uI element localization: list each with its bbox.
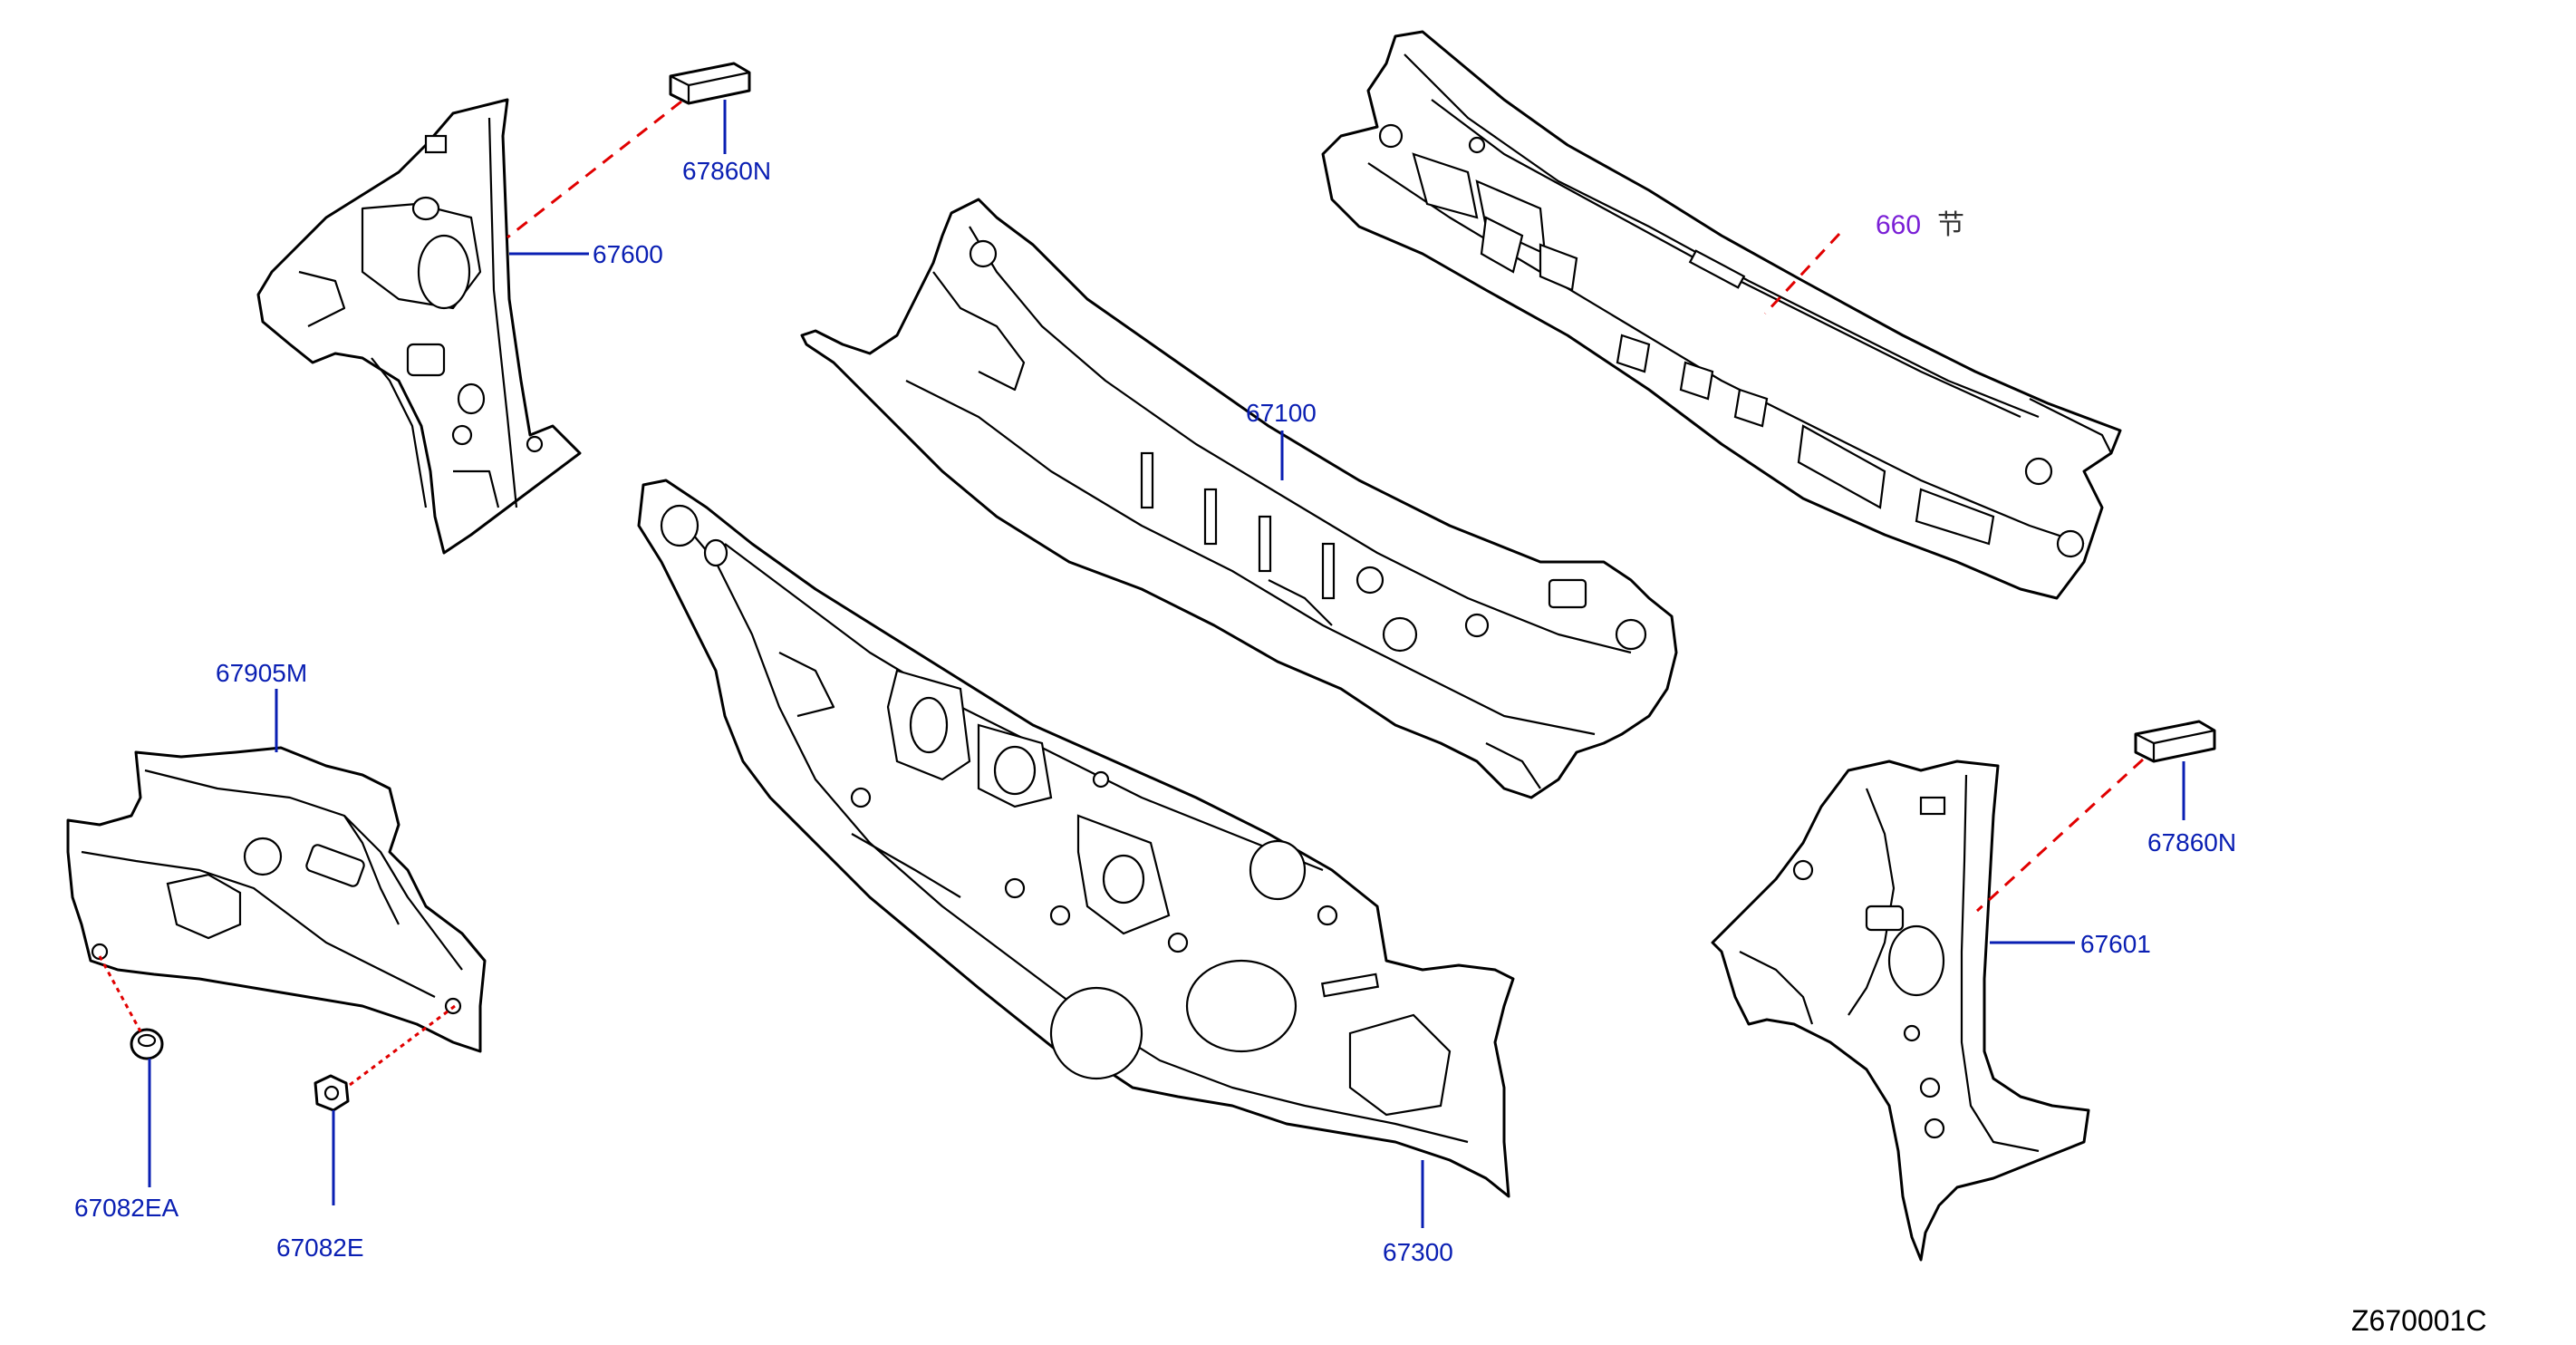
dash-side-cover[interactable] [66, 746, 487, 1053]
label-67100[interactable]: 67100 [1246, 399, 1317, 427]
connector-pad-upper [507, 100, 682, 239]
label-67082E[interactable]: 67082E [276, 1234, 364, 1262]
label-67082EA[interactable]: 67082EA [74, 1194, 179, 1222]
callout-labels: 67860N 67600 660 节 67100 67905M 67082EA … [74, 157, 2486, 1337]
label-660[interactable]: 660 [1876, 210, 1921, 240]
side-dash-panel-lh[interactable] [256, 98, 582, 555]
dashed-connectors [98, 100, 2145, 1089]
clip-67082E[interactable] [314, 1074, 350, 1112]
clip-67082EA[interactable] [130, 1028, 164, 1060]
label-67860N-right[interactable]: 67860N [2147, 828, 2236, 856]
label-67600[interactable]: 67600 [593, 240, 663, 268]
leader-lines [148, 100, 2185, 1228]
connector-pad-lower [1975, 758, 2145, 913]
connector-660 [1763, 232, 1841, 315]
cowl-top-panel[interactable] [800, 198, 1678, 799]
label-67601[interactable]: 67601 [2080, 930, 2151, 958]
insulator-pad-upper[interactable] [669, 62, 751, 105]
side-dash-panel-rh[interactable] [1711, 760, 2090, 1262]
connector-clip-e [345, 1004, 456, 1089]
label-67860N-left[interactable]: 67860N [682, 157, 771, 185]
label-67300[interactable]: 67300 [1383, 1238, 1453, 1266]
diagram-code: Z670001C [2351, 1304, 2486, 1337]
cowl-top-upper[interactable] [1321, 30, 2122, 600]
dash-lower-panel[interactable] [637, 479, 1515, 1198]
label-660-symbol: 节 [1937, 209, 1964, 241]
label-67905M[interactable]: 67905M [216, 659, 307, 687]
insulator-pad-lower[interactable] [2134, 720, 2216, 763]
